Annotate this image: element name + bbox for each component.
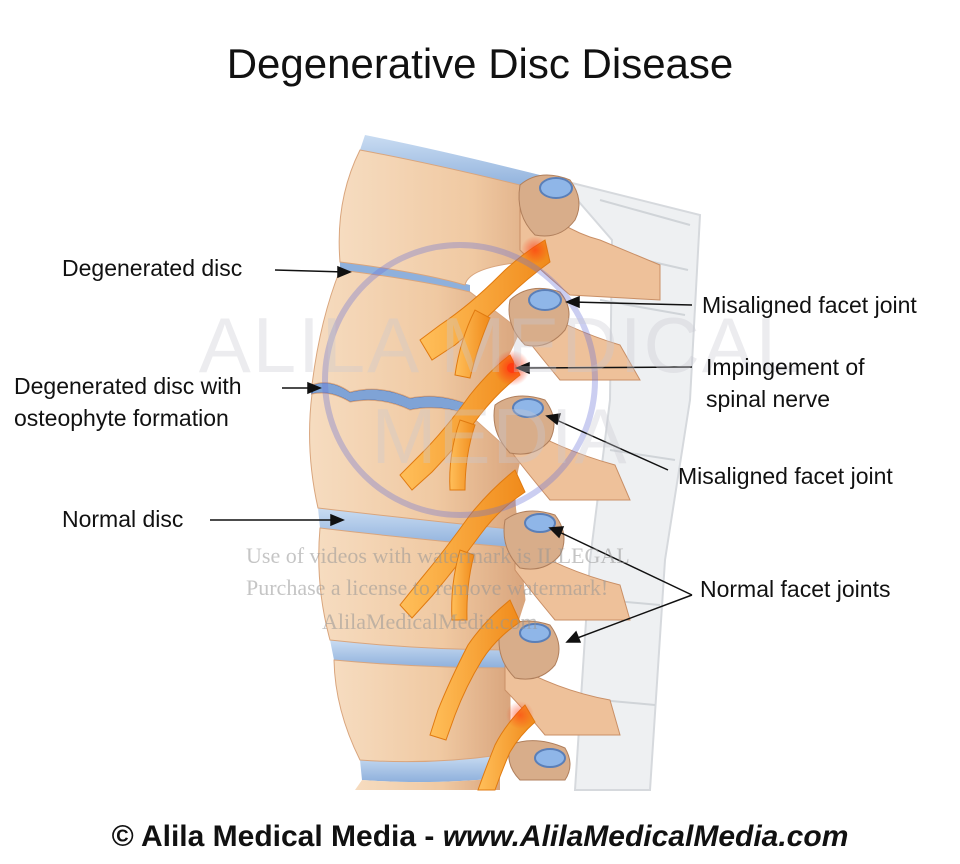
label-impingement-line2: spinal nerve	[706, 386, 831, 412]
footer-copyright: © Alila Medical Media -	[111, 820, 443, 853]
vertebra-1	[338, 149, 561, 286]
facet-joint-1	[518, 174, 580, 237]
facet-joint-6	[508, 740, 571, 781]
facet-joint-2	[508, 287, 570, 347]
spinal-cord	[557, 178, 702, 791]
watermark-line-2: Purchase a license to remove watermark!	[246, 575, 609, 600]
label-normal-disc: Normal disc	[62, 506, 184, 532]
vertebra-6	[355, 778, 500, 790]
label-degenerated-disc: Degenerated disc	[62, 255, 243, 281]
vertebra-5	[333, 659, 511, 763]
diagram-title: Degenerative Disc Disease	[226, 40, 734, 87]
facet-joint-3	[493, 395, 555, 455]
label-osteophyte-line1: Degenerated disc with	[14, 373, 242, 399]
label-osteophyte-line2: osteophyte formation	[14, 405, 229, 431]
facet-joint-4	[503, 510, 565, 570]
label-normal-facet-joints: Normal facet joints	[700, 576, 891, 602]
disc-degenerated	[340, 262, 470, 292]
watermark-line-1: Use of videos with watermark is ILLEGAL	[246, 543, 630, 568]
facet-joint-5	[498, 620, 560, 680]
watermark-circle	[322, 242, 598, 518]
label-impingement-line1: Impingement of	[706, 354, 865, 380]
disc-top	[360, 135, 540, 190]
spinal-nerve-1	[419, 239, 551, 361]
label-misaligned-facet-lower: Misaligned facet joint	[678, 463, 893, 489]
spinal-nerve-4	[429, 599, 521, 741]
watermark-line-3: AlilaMedicalMedia.com	[322, 609, 538, 634]
label-misaligned-facet-upper: Misaligned facet joint	[702, 292, 917, 318]
footer-credit: © Alila Medical Media - www.AlilaMedical…	[0, 820, 960, 854]
footer-url: www.AlilaMedicalMedia.com	[442, 820, 849, 853]
spinal-nerve-3	[399, 469, 526, 619]
watermark-brand: ALILA MEDICAL MEDIA	[198, 301, 802, 480]
